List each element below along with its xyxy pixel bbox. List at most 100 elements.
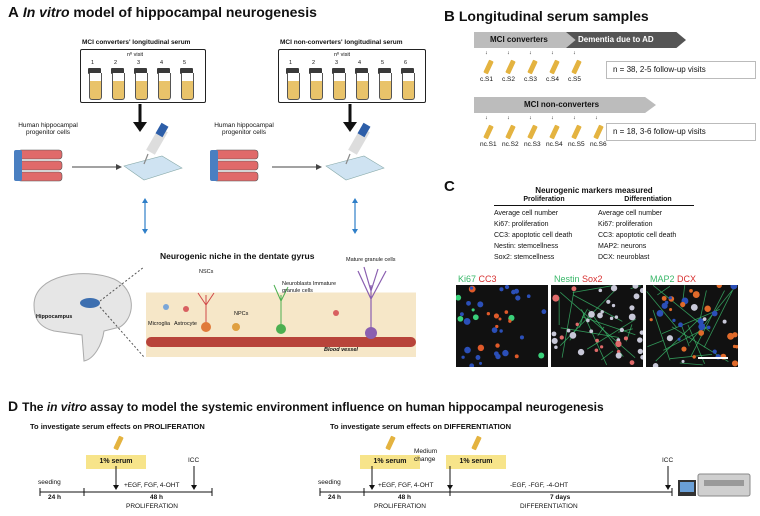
down-arrow-icon: ↓ (595, 115, 598, 121)
prolif-title: To investigate serum effects on PROLIFER… (30, 422, 205, 431)
sample-vial-icon (549, 124, 560, 140)
visit-number: 6 (404, 60, 408, 66)
mature-label: Mature granule cells (346, 257, 396, 263)
visit-number: 4 (358, 60, 362, 66)
sample-label: nc.S4 (546, 141, 563, 148)
sample-vial-icon (483, 59, 494, 75)
visit-number: 2 (114, 60, 118, 66)
serum-tube (181, 73, 194, 100)
tube-cap (157, 68, 170, 74)
serum-tube (135, 73, 148, 100)
sample-label: nc.S3 (524, 141, 541, 148)
h48-label: 48 h (398, 494, 412, 501)
scale-bar (698, 357, 728, 359)
down-arrow-icon (343, 104, 357, 132)
egf-minus-label: -EGF, -FGF, -4-OHT (510, 482, 569, 489)
visit-label: nº visit (334, 52, 351, 58)
tube-cap (134, 68, 147, 74)
nonconv-serum-label: MCI non-converters' longitudinal serum (280, 39, 403, 46)
vessel-label: Blood vessel (324, 347, 358, 353)
serum-tube (333, 73, 346, 100)
visit-label: nº visit (127, 52, 144, 58)
down-arrow-icon: ↓ (529, 50, 532, 56)
brain-icon (33, 266, 144, 362)
sample-label: c.S5 (568, 76, 582, 83)
serum-tube (89, 73, 102, 100)
serum-box: 1% serum (86, 455, 146, 469)
seeding-label: seeding (38, 479, 61, 486)
sample-vial-icon (571, 124, 582, 140)
pipette-plate-icon (123, 122, 183, 181)
sample-label: c.S1 (480, 76, 494, 83)
img1-label: Ki67 CC3 (458, 274, 497, 284)
medium-change-label: Medium change (414, 448, 438, 463)
sample-vial-icon (505, 59, 516, 75)
npcs-label: NPCs (234, 311, 249, 317)
blood-vessel (146, 337, 416, 347)
nonconv-arrow: MCI non-converters (474, 97, 656, 113)
right-arrow-icon (72, 164, 122, 170)
egf-plus-label: +EGF, FGF, 4-OHT (378, 482, 434, 489)
micrograph-map2-dcx (646, 285, 738, 367)
down-arrow-icon: ↓ (551, 50, 554, 56)
tube-cap (401, 68, 414, 74)
visit-number: 4 (160, 60, 164, 66)
down-arrow-icon: ↓ (507, 115, 510, 121)
visit-number: 1 (91, 60, 95, 66)
visit-number: 3 (137, 60, 141, 66)
sample-label: nc.S6 (590, 141, 607, 148)
serum-tube (287, 73, 300, 100)
serum-tube (402, 73, 415, 100)
seeding-label: seeding (318, 479, 341, 486)
double-arrow-icon (352, 198, 358, 234)
h24-label: 24 h (328, 494, 342, 501)
diff-timeline (319, 466, 673, 496)
down-arrow-icon: ↓ (485, 115, 488, 121)
col2-head: Differentiation (624, 196, 672, 203)
markers-title: Neurogenic markers measured (535, 186, 653, 195)
img3-label: MAP2 DCX (650, 274, 697, 284)
neuroblasts-label: Neuroblasts Immature granule cells (282, 281, 337, 294)
visit-number: 3 (335, 60, 339, 66)
visit-number: 5 (183, 60, 187, 66)
prolif-label: PROLIFERATION (126, 503, 178, 510)
table-rule (494, 205, 694, 206)
conv-arrow: MCI converters (474, 32, 584, 48)
sample-vial-icon (549, 59, 560, 75)
diff-label: DIFFERENTIATION (520, 503, 578, 510)
visit-number: 1 (289, 60, 293, 66)
sample-vial-icon (593, 124, 604, 140)
icc-label: ICC (188, 457, 200, 464)
cell-flask-icon (14, 149, 63, 182)
serum-tube (158, 73, 171, 100)
days7-label: 7 days (550, 494, 571, 501)
serum-vial-icon (113, 435, 124, 451)
sample-label: nc.S5 (568, 141, 585, 148)
serum-vial-icon (471, 435, 482, 451)
serum-vial-icon (385, 435, 396, 451)
conv-serum-label: MCI converters' longitudinal serum (82, 39, 191, 46)
diff-title: To investigate serum effects on DIFFEREN… (330, 422, 511, 431)
tube-cap (286, 68, 299, 74)
niche-illustration: NSCs NPCs Microglia Astrocyte Neuroblast… (146, 257, 416, 357)
microglia-label: Microglia (148, 321, 171, 327)
prolif-label: PROLIFERATION (374, 503, 426, 510)
down-arrow-icon: ↓ (485, 50, 488, 56)
micrograph-nestin-sox2 (551, 285, 643, 367)
pipette-plate-icon (325, 122, 385, 181)
imaging-system-icon (678, 473, 751, 497)
serum-tube (310, 73, 323, 100)
serum-box: 1% serum (446, 455, 506, 469)
tube-cap (88, 68, 101, 74)
astrocyte-label: Astrocyte (174, 321, 197, 327)
icc-label: ICC (662, 457, 674, 464)
progenitor-label: Human hippocampal progenitor cells (214, 122, 274, 136)
tube-cap (378, 68, 391, 74)
down-arrow-icon: ↓ (573, 115, 576, 121)
serum-box: 1% serum (360, 455, 420, 469)
